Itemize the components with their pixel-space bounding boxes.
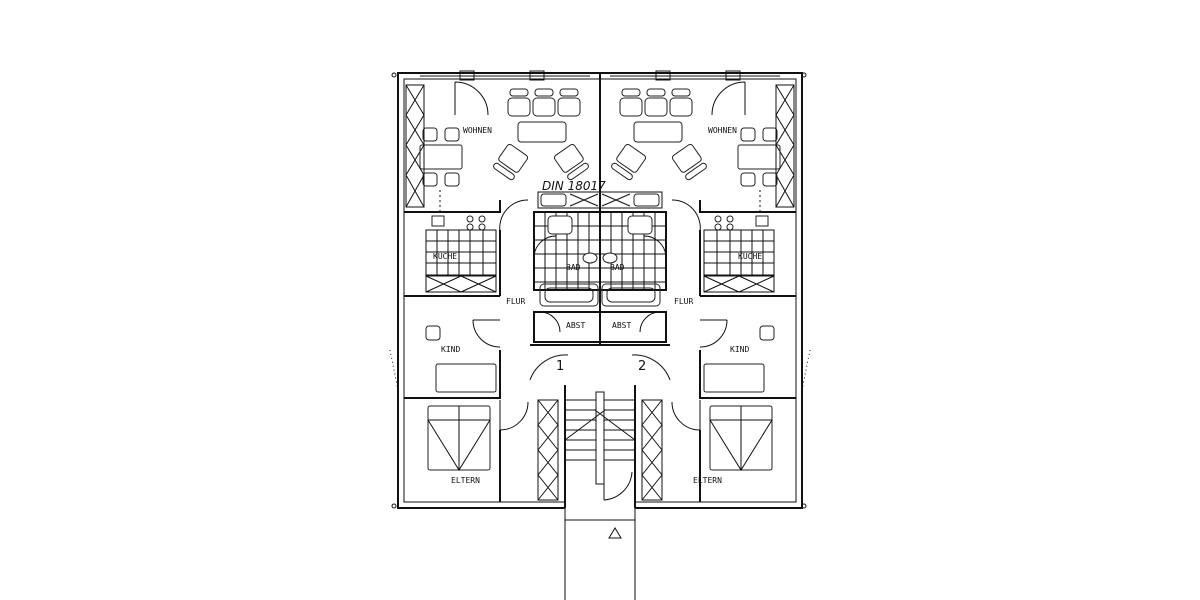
label-eltern-2: ELTERN (693, 476, 722, 485)
label-kueche-1: KÜCHE (433, 251, 457, 261)
label-kind-1: KIND (441, 345, 460, 354)
label-flur-1: FLUR (506, 297, 525, 306)
entrance-path (564, 508, 636, 600)
label-kueche-2: KÜCHE (738, 251, 762, 261)
label-bad-1: BAD (566, 263, 581, 272)
entrance-triangle-icon (608, 527, 622, 539)
label-wohnen-2: WOHNEN (708, 126, 737, 135)
entrance-door (603, 471, 633, 501)
label-kind-2: KIND (730, 345, 749, 354)
handwritten-annotation: DIN 18017 (542, 179, 606, 193)
label-flur-2: FLUR (674, 297, 693, 306)
stair-core (595, 391, 605, 485)
label-eltern-1: ELTERN (451, 476, 480, 485)
label-abst-2: ABST (612, 321, 631, 330)
unit-number-2: 2 (638, 359, 646, 374)
label-bad-2: BAD (610, 263, 625, 272)
label-wohnen-1: WOHNEN (463, 126, 492, 135)
unit-number-1: 1 (556, 359, 564, 374)
label-abst-1: ABST (566, 321, 585, 330)
unit-2-plan (594, 70, 811, 509)
unit-1-plan (389, 70, 606, 509)
